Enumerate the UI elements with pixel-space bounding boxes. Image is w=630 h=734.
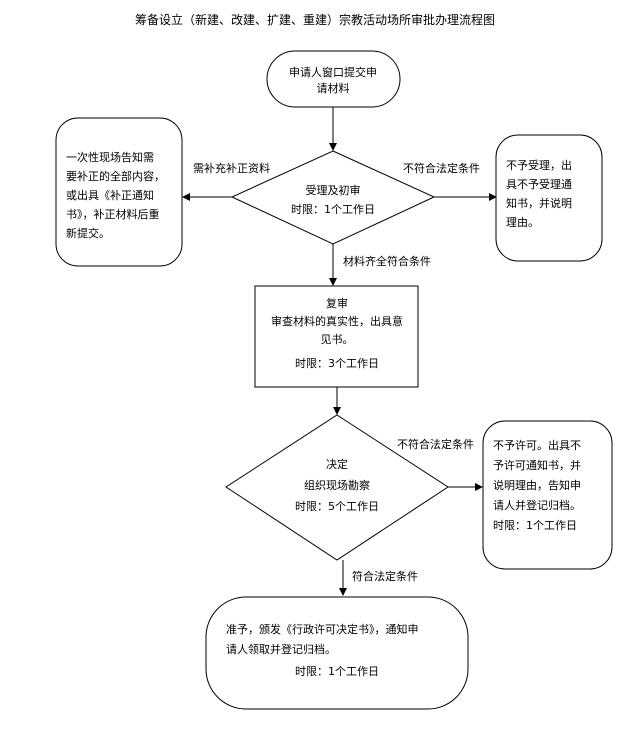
reject-permit-line-5: 时限：1个工作日	[493, 519, 577, 532]
reject-acceptance-line-4: 理由。	[506, 215, 539, 229]
reject-permit-line-1: 不予许可。出具不	[493, 438, 581, 452]
reject-permit-node	[482, 420, 613, 570]
review-diamond	[230, 150, 436, 245]
decision-diamond	[225, 414, 449, 561]
edge-label-not-legal-1: 不符合法定条件	[403, 161, 480, 175]
reject-acceptance-line-2: 具不予受理通	[506, 178, 572, 191]
edge-label-supplement: 需补充补正资料	[193, 161, 270, 175]
reject-acceptance-node	[495, 134, 603, 262]
start-node-line-1: 申请人窗口提交申	[289, 65, 377, 79]
page-title: 筹备设立（新建、改建、扩建、重建）宗教活动场所审批办理流程图	[135, 12, 495, 27]
recheck-line-3: 见书。	[321, 333, 354, 346]
decision-line-2: 组织现场勘察	[304, 478, 370, 492]
decision-line-1: 决定	[326, 457, 348, 471]
edge-label-legal: 符合法定条件	[352, 569, 418, 583]
approve-node	[205, 596, 469, 710]
recheck-line-4: 时限：3个工作日	[295, 357, 379, 370]
supplement-notice-line-2: 要补正的全部内容，	[66, 169, 165, 183]
reject-acceptance-line-1: 不予受理，出	[506, 158, 572, 172]
reject-permit-line-4: 请人并登记归档。	[493, 498, 581, 512]
recheck-line-1: 复审	[326, 296, 348, 310]
supplement-notice-node	[55, 117, 183, 267]
approve-line-1: 准予，颁发《行政许可决定书》，通知申	[226, 622, 419, 636]
recheck-node	[254, 285, 419, 388]
reject-acceptance-line-3: 知书，并说明	[506, 196, 572, 210]
approve-line-3: 时限：1个工作日	[295, 665, 379, 678]
start-node-line-2: 请材料	[317, 81, 350, 95]
review-line-2: 时限：1个工作日	[291, 203, 375, 216]
decision-line-3: 时限：5个工作日	[295, 500, 379, 513]
edge-label-not-legal-2: 不符合法定条件	[397, 437, 474, 451]
edge-label-complete: 材料齐全符合条件	[343, 254, 431, 268]
supplement-notice-line-1: 一次性现场告知需	[66, 150, 154, 164]
supplement-notice-line-5: 新提交。	[66, 226, 110, 240]
supplement-notice-line-3: 或出具《补正通知	[66, 188, 154, 202]
supplement-notice-line-4: 书》，补正材料后重	[66, 207, 160, 221]
reject-permit-line-2: 予许可通知书，并	[493, 458, 581, 472]
reject-permit-line-3: 说明理由，告知申	[493, 478, 581, 492]
start-node	[266, 50, 401, 108]
approve-line-2: 请人领取并登记归档。	[226, 642, 336, 656]
review-line-1: 受理及初审	[306, 183, 361, 197]
recheck-line-2: 审查材料的真实性，出具意	[271, 314, 403, 328]
